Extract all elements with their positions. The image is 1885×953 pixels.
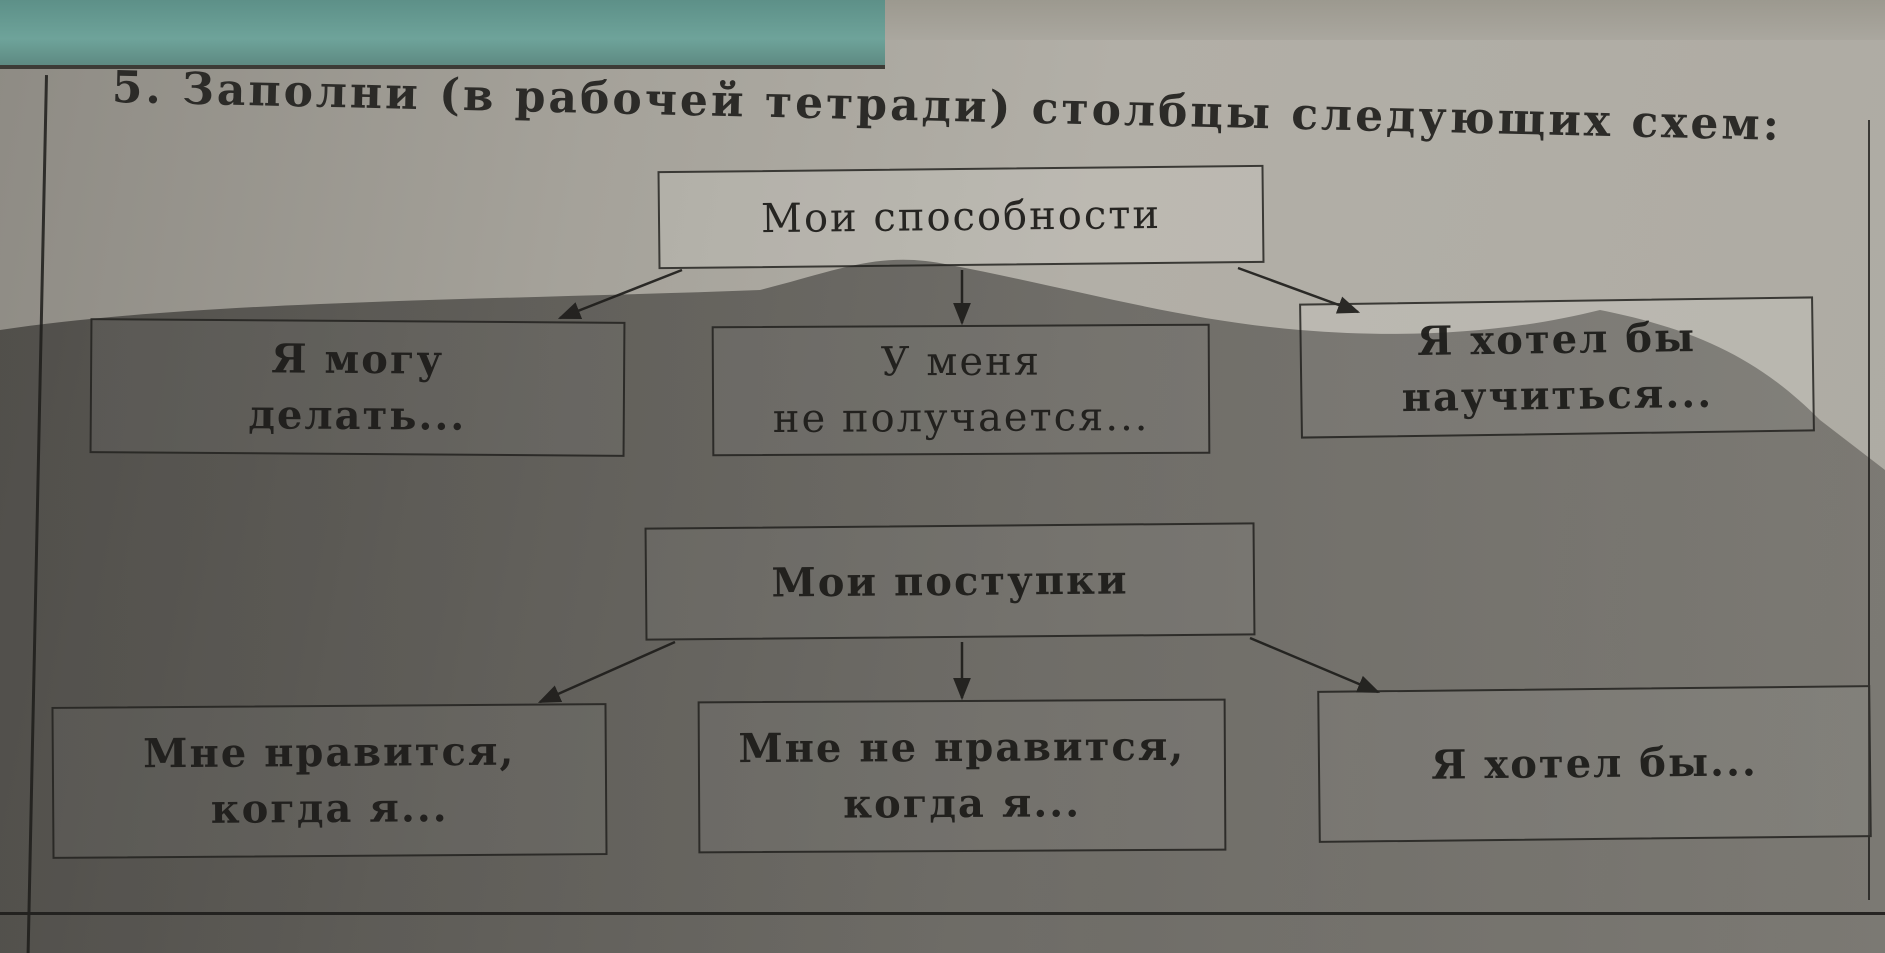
page-edge: [885, 0, 1885, 40]
arrow-2-right: [1249, 636, 1381, 694]
book-cover: [0, 0, 885, 69]
arrow-1-left: [557, 268, 683, 320]
arrow-1-right: [1237, 266, 1361, 314]
arrow-2-left: [537, 640, 676, 704]
